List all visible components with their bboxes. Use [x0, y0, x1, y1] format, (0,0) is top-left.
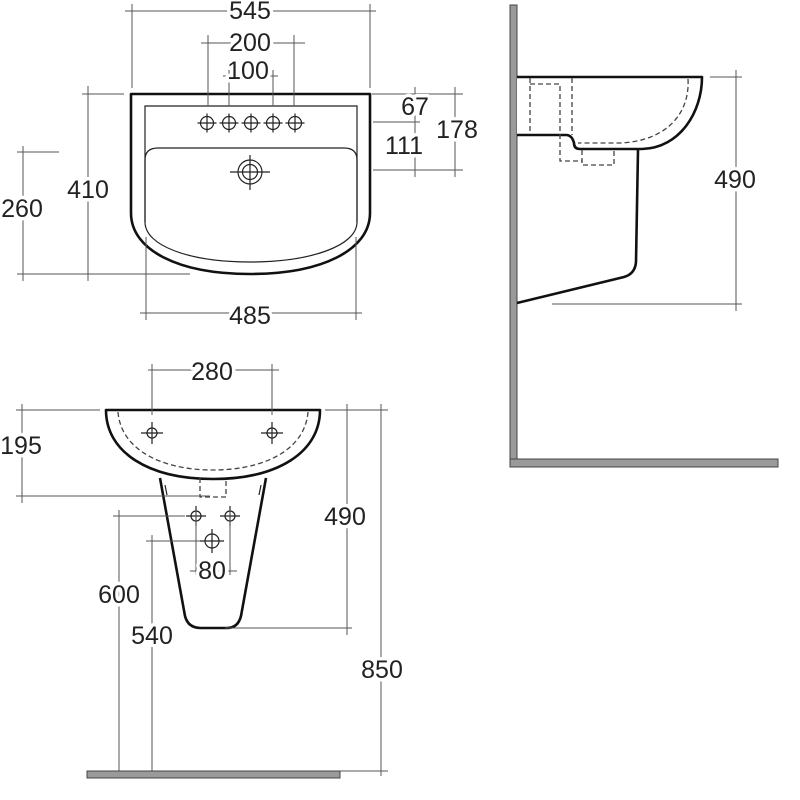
- bowl-hidden-line: [117, 411, 309, 471]
- dim-basin-depth: 195: [0, 432, 42, 460]
- dim-tap-inner-spacing: 100: [227, 57, 269, 85]
- side-view: 490: [509, 4, 779, 468]
- floor-side: [509, 458, 779, 468]
- tap-holes: [197, 113, 305, 133]
- dimension-lines-plan: [17, 4, 463, 320]
- wall: [509, 4, 518, 468]
- hole-icon: [141, 422, 163, 444]
- dim-side-pedestal-height: 490: [714, 166, 756, 194]
- hole-icon: [200, 529, 224, 553]
- dimension-lines-side: [552, 70, 742, 311]
- dim-tap-from-back: 67: [401, 93, 429, 121]
- trap-hidden-line: [199, 478, 227, 498]
- floor: [86, 770, 341, 779]
- bowl-side-hidden-line: [578, 78, 689, 144]
- dim-overall-width: 545: [229, 0, 271, 25]
- dim-tap-outer-spacing: 200: [229, 29, 271, 57]
- hole-icon: [261, 422, 283, 444]
- dimension-lines-front: [16, 364, 388, 776]
- basin-front-outline: [104, 408, 322, 481]
- hole-icon: [285, 113, 305, 133]
- pedestal-side-outline: [516, 149, 640, 305]
- pedestal-outline: [158, 477, 268, 630]
- trap-side-hidden-line: [529, 78, 615, 166]
- dim-fixing-centres: 280: [191, 358, 233, 386]
- dim-supply-height: 600: [98, 581, 140, 609]
- dim-waste-from-back: 178: [436, 116, 478, 144]
- dim-bowl-width: 485: [229, 302, 271, 330]
- hole-icon: [241, 113, 261, 133]
- front-view: 280 195 600 540 80 490 850: [0, 355, 406, 779]
- plan-view: 545 200 100 67 111 178 410 260 485: [0, 0, 481, 334]
- waste-outlet: [230, 155, 270, 190]
- bowl-outline: [144, 147, 358, 263]
- dim-supply-centres: 80: [198, 557, 226, 585]
- dim-projection: 410: [67, 176, 109, 204]
- hole-icon: [219, 113, 239, 133]
- hole-icon: [263, 113, 283, 133]
- dim-pedestal-height: 490: [324, 503, 366, 531]
- dim-waste-from-taps: 111: [385, 132, 423, 160]
- dim-pedestal-projection: 260: [1, 195, 43, 223]
- dim-rim-height: 850: [361, 656, 403, 684]
- basin-side-outline: [517, 75, 704, 151]
- dim-waste-height: 540: [131, 622, 173, 650]
- hole-icon: [197, 113, 217, 133]
